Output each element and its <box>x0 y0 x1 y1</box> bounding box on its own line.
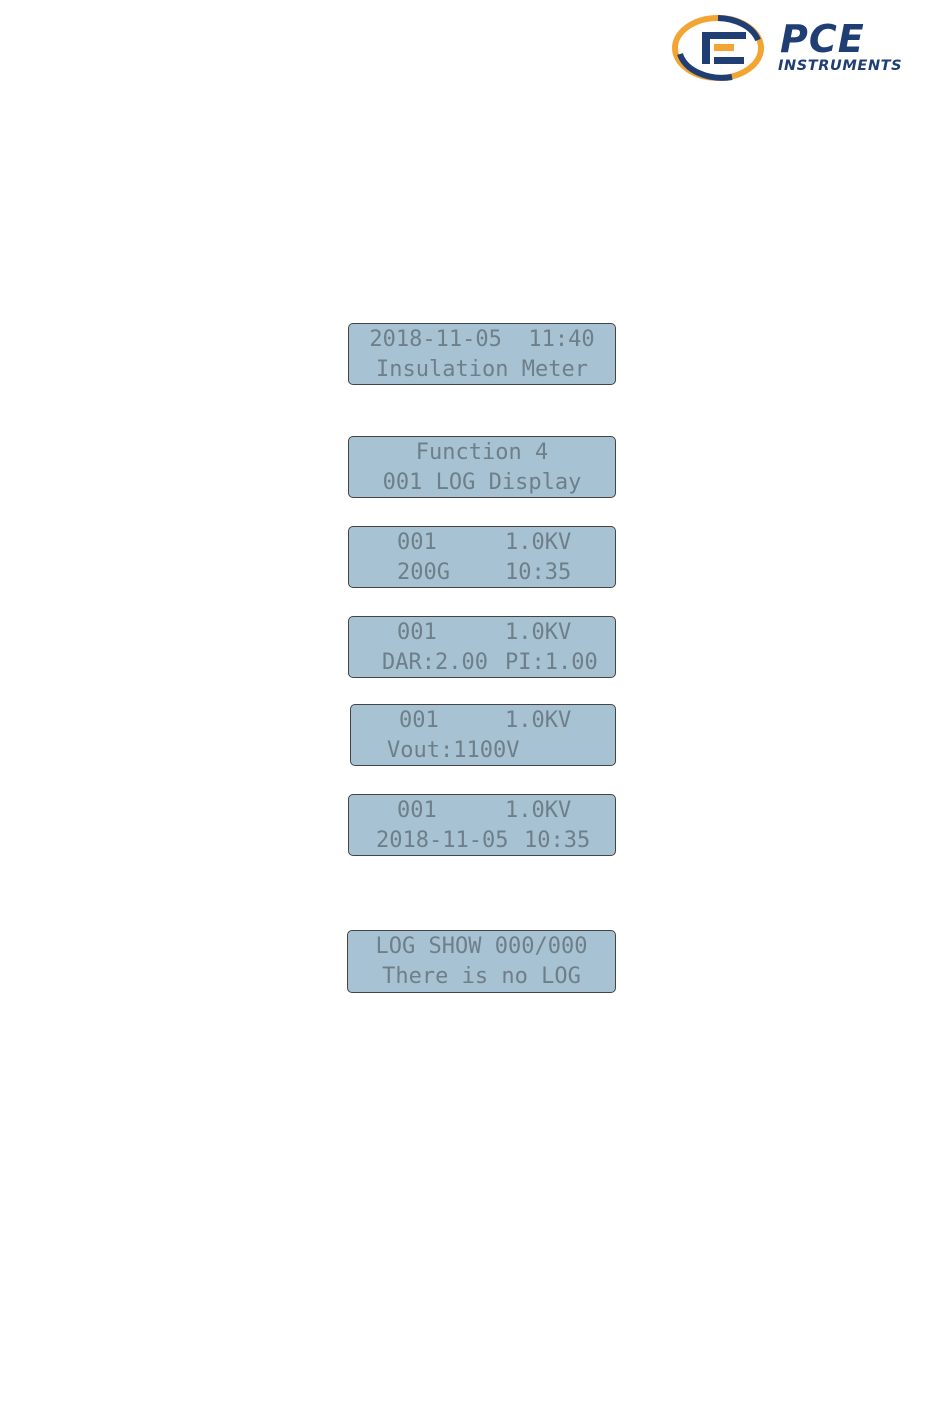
lcd-dar-value: DAR:2.00 <box>382 650 488 675</box>
lcd-line-2: 001 LOG Display <box>382 470 582 495</box>
lcd-screen-no-log: LOG SHOW 000/000 There is no LOG <box>347 930 616 993</box>
lcd-screen-log-vout: 001 1.0KV Vout:1100V <box>350 704 616 766</box>
logo-tagline-text: INSTRUMENTS <box>778 58 903 74</box>
lcd-screen-log-datetime: 001 1.0KV 2018-11-05 10:35 <box>348 794 616 856</box>
lcd-log-number: 001 <box>397 530 437 555</box>
lcd-line-2: Insulation Meter <box>376 357 588 382</box>
lcd-resistance-value: 200G <box>397 560 450 585</box>
pce-instruments-logo: PCE INSTRUMENTS <box>672 14 934 82</box>
lcd-pi-value: PI:1.00 <box>505 650 598 675</box>
lcd-time-value: 10:35 <box>505 560 572 585</box>
lcd-vout-value: Vout:1100V <box>387 738 520 763</box>
lcd-line-1: LOG SHOW 000/000 <box>375 934 588 959</box>
logo-brand-text: PCE <box>780 17 865 61</box>
lcd-log-number: 001 <box>397 620 437 645</box>
lcd-log-number: 001 <box>399 708 439 733</box>
lcd-screen-function-4: Function 4 001 LOG Display <box>348 436 616 498</box>
lcd-screen-log-dar-pi: 001 1.0KV DAR:2.00 PI:1.00 <box>348 616 616 678</box>
lcd-date-value: 2018-11-05 <box>376 828 509 853</box>
lcd-line-1: Function 4 <box>415 440 549 465</box>
pce-logo-emblem <box>672 15 764 81</box>
lcd-test-voltage: 1.0KV <box>505 708 572 733</box>
lcd-line-1: 2018-11-05 11:40 <box>369 327 595 352</box>
lcd-line-2: There is no LOG <box>382 964 581 989</box>
lcd-test-voltage: 1.0KV <box>505 530 572 555</box>
lcd-screen-home: 2018-11-05 11:40 Insulation Meter <box>348 323 616 385</box>
lcd-time-value: 10:35 <box>524 828 591 853</box>
lcd-test-voltage: 1.0KV <box>505 620 572 645</box>
lcd-test-voltage: 1.0KV <box>505 798 572 823</box>
lcd-log-number: 001 <box>397 798 437 823</box>
lcd-screen-log-resistance: 001 1.0KV 200G 10:35 <box>348 526 616 588</box>
